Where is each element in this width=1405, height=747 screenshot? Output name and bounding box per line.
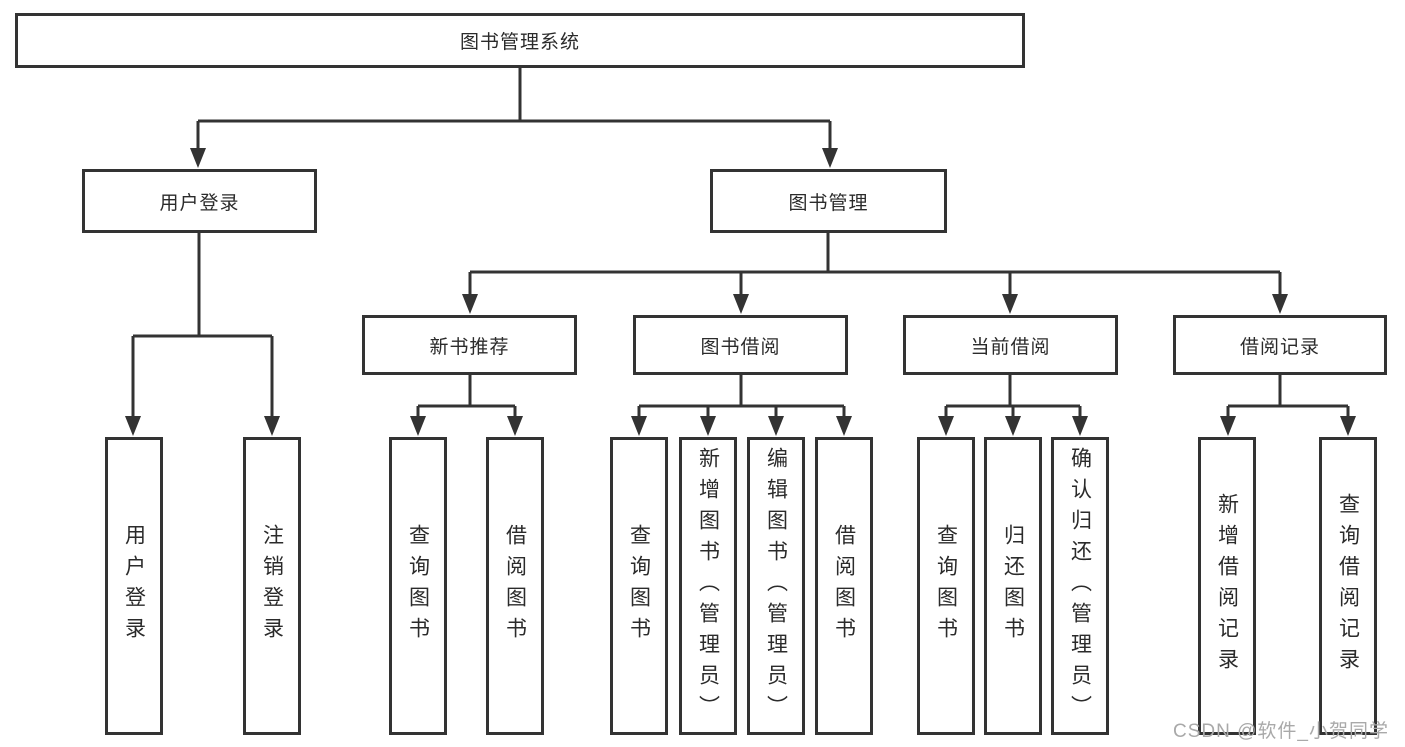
node-leaf-br-add-record: 新增借阅记录: [1198, 437, 1256, 735]
node-leaf-nb-query-book: 查询图书: [389, 437, 447, 735]
node-leaf-cb-query-book: 查询图书: [917, 437, 975, 735]
node-user-login: 用户登录: [82, 169, 317, 233]
node-leaf-bb-query-book: 查询图书: [610, 437, 668, 735]
node-book-borrow-label: 图书借阅: [700, 336, 781, 358]
node-leaf-user-login: 用户登录: [105, 437, 163, 735]
arrowheads: [125, 148, 1356, 436]
node-root: 图书管理系统: [15, 13, 1025, 68]
node-leaf-cb-return-book-label: 归还图书: [1001, 524, 1025, 648]
node-leaf-bb-add-book: 新增图书（管理员）: [679, 437, 737, 735]
node-leaf-bb-borrow-book-label: 借阅图书: [832, 524, 856, 648]
node-current-borrow-label: 当前借阅: [970, 336, 1051, 358]
node-book-mgmt: 图书管理: [710, 169, 947, 233]
node-new-book-rec: 新书推荐: [362, 315, 577, 375]
node-book-borrow: 图书借阅: [633, 315, 848, 375]
node-leaf-cb-confirm-return: 确认归还（管理员）: [1051, 437, 1109, 735]
node-leaf-bb-edit-book: 编辑图书（管理员）: [747, 437, 805, 735]
node-leaf-bb-query-book-label: 查询图书: [627, 524, 651, 648]
node-leaf-nb-query-book-label: 查询图书: [406, 524, 430, 648]
node-book-mgmt-label: 图书管理: [788, 192, 869, 214]
node-leaf-bb-borrow-book: 借阅图书: [815, 437, 873, 735]
node-root-label: 图书管理系统: [459, 32, 580, 53]
node-leaf-nb-borrow-book: 借阅图书: [486, 437, 544, 735]
node-leaf-bb-edit-book-label: 编辑图书（管理员）: [764, 446, 788, 726]
node-leaf-cb-query-book-label: 查询图书: [934, 524, 958, 648]
node-leaf-logout: 注销登录: [243, 437, 301, 735]
node-leaf-br-add-record-label: 新增借阅记录: [1215, 493, 1239, 679]
node-leaf-nb-borrow-book-label: 借阅图书: [503, 524, 527, 648]
node-user-login-label: 用户登录: [159, 192, 240, 214]
csdn-watermark: CSDN @软件_小贺同学: [1173, 721, 1389, 742]
node-new-book-rec-label: 新书推荐: [429, 336, 510, 358]
node-leaf-cb-return-book: 归还图书: [984, 437, 1042, 735]
node-borrow-record: 借阅记录: [1173, 315, 1387, 375]
node-leaf-cb-confirm-return-label: 确认归还（管理员）: [1068, 446, 1092, 726]
node-current-borrow: 当前借阅: [903, 315, 1118, 375]
node-borrow-record-label: 借阅记录: [1239, 336, 1320, 358]
node-leaf-logout-label: 注销登录: [260, 524, 284, 648]
node-leaf-user-login-label: 用户登录: [122, 524, 146, 648]
node-leaf-br-query-record-label: 查询借阅记录: [1336, 493, 1360, 679]
node-leaf-br-query-record: 查询借阅记录: [1319, 437, 1377, 735]
node-leaf-bb-add-book-label: 新增图书（管理员）: [696, 446, 720, 726]
